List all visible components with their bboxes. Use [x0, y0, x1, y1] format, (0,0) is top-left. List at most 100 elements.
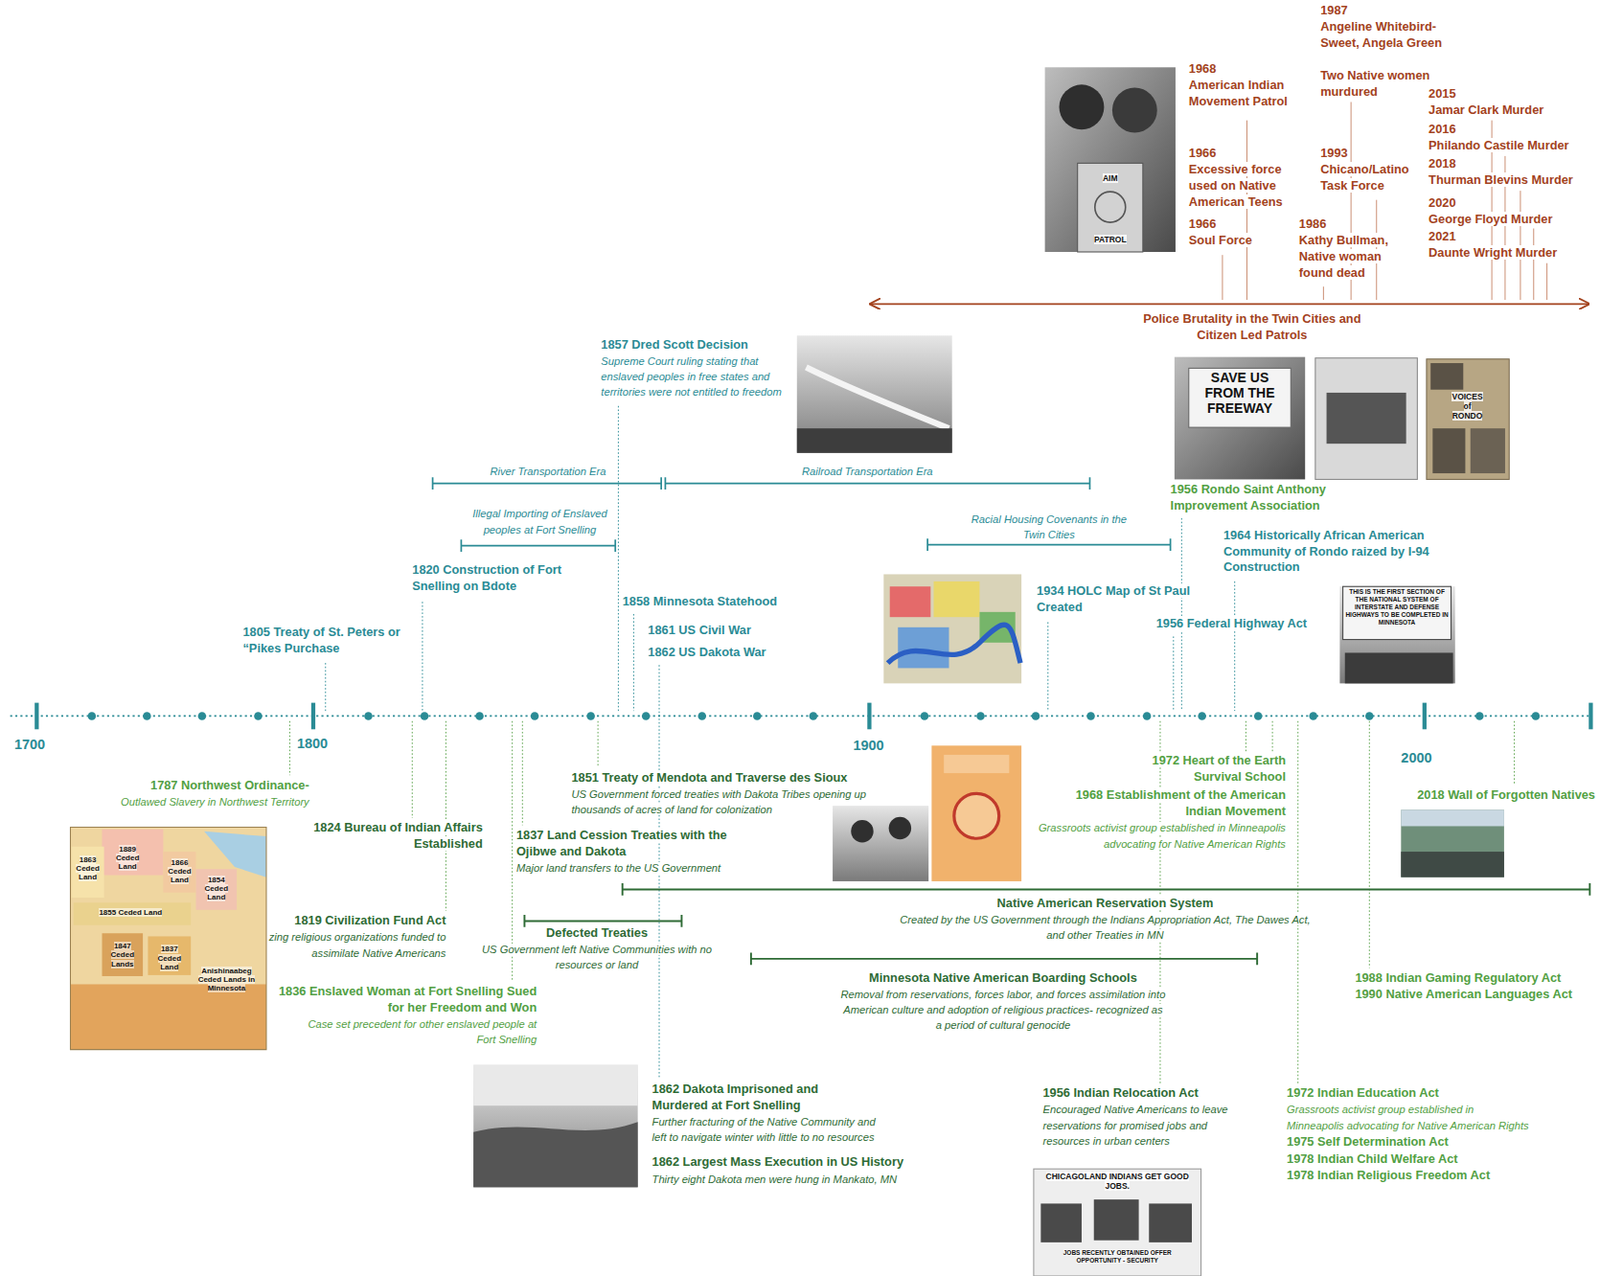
- leader-line: [1532, 228, 1534, 301]
- event-label: 1986: [1299, 216, 1326, 231]
- event-label-box: 1851 Treaty of Mendota and Traverse des …: [571, 770, 847, 787]
- event-label-box: 1968 Establishment of the American India…: [1046, 787, 1286, 821]
- map-border: [69, 827, 266, 1051]
- axis-dot: [976, 711, 985, 721]
- event-label-box: 1862 Largest Mass Execution in US Histor…: [652, 1154, 904, 1171]
- leader-line: [1221, 254, 1223, 300]
- event-label: 1956 Indian Relocation Act: [1042, 1085, 1198, 1100]
- photo-detail: [473, 1121, 638, 1188]
- map-label: 1854 Ceded Land: [205, 875, 229, 902]
- axis-dot: [420, 711, 430, 721]
- event-label-box: 1934 HOLC Map of St Paul Created: [1036, 583, 1212, 617]
- photo: [1400, 809, 1505, 877]
- event-label-box: Excessive force used on Native American …: [1188, 161, 1302, 210]
- event-label: Two Native women murdured: [1320, 68, 1430, 99]
- leader-line: [411, 721, 413, 819]
- map-label: 1855 Ceded Land: [98, 908, 162, 917]
- event-label: 1978 Indian Religious Freedom Act: [1286, 1167, 1490, 1183]
- axis-dots: [88, 711, 1541, 721]
- event-label: 1858 Minnesota Statehood: [622, 594, 778, 609]
- event-note: Outlawed Slavery in Northwest Territory: [120, 796, 310, 808]
- axis-dot: [641, 711, 651, 721]
- leader-line: [324, 662, 326, 711]
- event-label-box: Soul Force: [1188, 232, 1253, 250]
- map-zone: [69, 983, 266, 1050]
- event-label: 1837 Land Cession Treaties with the Ojib…: [516, 827, 728, 859]
- event-label-box: 1819 Civilization Fund Act: [294, 913, 446, 930]
- year-label-box: 1900: [852, 736, 884, 755]
- range-bar: [433, 477, 663, 490]
- highway-sign-photo: [1339, 586, 1455, 684]
- axis-dot: [1197, 711, 1207, 721]
- event-label-box: 1972 Heart of the Earth Survival School: [1130, 753, 1286, 786]
- event-label: Philando Castile Murder: [1428, 137, 1569, 153]
- event-label: 1862 Dakota Imprisoned and Murdered at F…: [652, 1081, 820, 1113]
- event-label-box: 1837 Land Cession Treaties with the Ojib…: [516, 827, 756, 861]
- photo-caption-box: THIS IS THE FIRST SECTION OF THE NATIONA…: [1345, 588, 1450, 627]
- sign-text: SAVE US FROM THE FREEWAY: [1204, 369, 1275, 416]
- range-bar: [664, 477, 1090, 490]
- event-note-box: Racial Housing Covenants in the Twin Cit…: [961, 511, 1136, 543]
- photo-detail: [1326, 392, 1407, 444]
- leader-line: [1323, 286, 1325, 300]
- photo: [1315, 358, 1418, 480]
- map-label-box: 1855 Ceded Land: [90, 908, 172, 917]
- event-label: 1956 Federal Highway Act: [1156, 616, 1307, 631]
- leader-line: [1172, 636, 1174, 711]
- photo-caption: VOICES of RONDO: [1451, 391, 1483, 421]
- event-label: 1968 Establishment of the American India…: [1075, 787, 1286, 819]
- event-label-box: 1990 Native American Languages Act: [1354, 986, 1573, 1004]
- century-tick: [34, 703, 39, 731]
- event-label-box: 1964 Historically African American Commu…: [1223, 527, 1440, 576]
- leader-line: [1369, 721, 1371, 969]
- event-label: Daunte Wright Murder: [1428, 245, 1557, 260]
- event-label-box: 1993: [1320, 145, 1348, 162]
- leader-line: [445, 721, 447, 912]
- event-label: 1972 Indian Education Act: [1286, 1085, 1440, 1100]
- photo-sign: [1188, 367, 1292, 428]
- photo-detail: [1148, 1203, 1192, 1242]
- event-note: Further fracturing of the Native Communi…: [652, 1116, 876, 1143]
- poster-emblem: [954, 793, 1000, 839]
- event-label: 2018: [1428, 156, 1456, 171]
- event-label: 1966: [1188, 145, 1216, 160]
- event-label-box: 1956 Indian Relocation Act: [1042, 1085, 1198, 1102]
- axis-dot: [198, 711, 207, 721]
- event-label: 1993: [1320, 145, 1348, 160]
- leader-line: [1245, 721, 1247, 753]
- photo-caption: CHICAGOLAND INDIANS GET GOOD JOBS.: [1046, 1171, 1189, 1191]
- range-bars: [433, 477, 1171, 552]
- map-zone: [102, 829, 164, 876]
- event-label-box: 1858 Minnesota Statehood: [622, 594, 778, 611]
- axis-dot: [1308, 711, 1318, 721]
- event-label: 1978 Indian Child Welfare Act: [1286, 1151, 1459, 1166]
- event-label: 1805 Treaty of St. Peters or “Pikes Purc…: [242, 624, 400, 656]
- map-label: 1837 Ceded Land: [158, 944, 182, 971]
- event-label: 2021: [1428, 228, 1456, 244]
- event-label: 1862 Largest Mass Execution in US Histor…: [652, 1154, 904, 1169]
- photo-detail: [1400, 851, 1505, 878]
- sign-text-box: SAVE US FROM THE FREEWAY: [1192, 369, 1287, 416]
- event-label: 1824 Bureau of Indian Affairs Establishe…: [313, 820, 483, 851]
- range-arrow: [869, 302, 1589, 305]
- axis-dot: [1086, 711, 1096, 721]
- axis-dot: [920, 711, 930, 721]
- aim-anniversary-poster: [931, 745, 1022, 882]
- axis-dot: [1475, 711, 1485, 721]
- event-label-box: 1857 Dred Scott Decision: [600, 337, 749, 354]
- event-note-box: Removal from reservations, forces labor,…: [840, 986, 1167, 1034]
- leader-line: [1297, 721, 1299, 1084]
- event-label: Angeline Whitebird-Sweet, Angela Green: [1320, 19, 1442, 50]
- map-river: [888, 624, 1021, 663]
- photo-detail: [1400, 809, 1505, 826]
- axis-dot: [88, 711, 97, 721]
- event-label: Minnesota Native American Boarding Schoo…: [868, 970, 1138, 985]
- event-label: 1972 Heart of the Earth Survival School: [1152, 753, 1286, 784]
- event-label: 1987: [1320, 2, 1348, 18]
- chicagoland-flyer: [1033, 1168, 1202, 1276]
- leader-line: [1546, 263, 1548, 300]
- event-label: 1934 HOLC Map of St Paul Created: [1036, 583, 1190, 615]
- event-label: Thurman Blevins Murder: [1428, 172, 1574, 187]
- year-label: 2000: [1400, 750, 1432, 766]
